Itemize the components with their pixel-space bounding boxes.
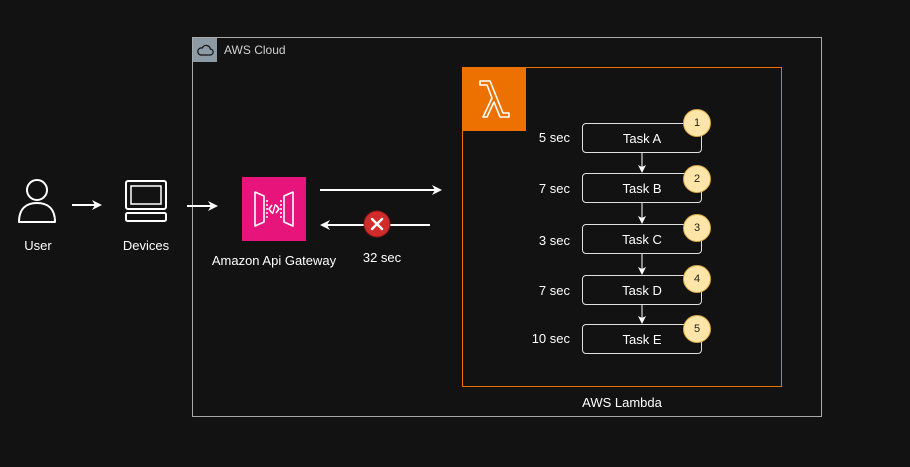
task-duration: 3 sec: [538, 233, 570, 248]
task-duration: 10 sec: [531, 331, 570, 346]
devices-label: Devices: [122, 238, 170, 253]
api-gateway-label: Amazon Api Gateway: [211, 253, 337, 268]
step-badge: 2: [683, 165, 711, 193]
task-label: Task A: [622, 130, 662, 146]
step-badge: 3: [683, 214, 711, 242]
client-device-icon: [124, 180, 168, 222]
task-label: Task D: [622, 282, 662, 298]
task-label: Task B: [622, 180, 662, 196]
task-d-box: Task D: [582, 275, 702, 305]
task-a-box: Task A: [582, 123, 702, 153]
aws-cloud-group: [192, 37, 822, 417]
task-label: Task E: [622, 331, 662, 347]
task-duration: 7 sec: [538, 181, 570, 196]
task-c-box: Task C: [582, 224, 702, 254]
task-duration: 7 sec: [538, 283, 570, 298]
api-gateway-icon: [242, 177, 306, 241]
step-badge: 4: [683, 265, 711, 293]
task-e-box: Task E: [582, 324, 702, 354]
task-b-box: Task B: [582, 173, 702, 203]
timeout-label: 32 sec: [362, 250, 402, 265]
cloud-title: AWS Cloud: [224, 43, 286, 57]
step-badge: 1: [683, 109, 711, 137]
cloud-icon: [193, 38, 217, 62]
user-icon: [17, 178, 57, 224]
user-label: User: [24, 238, 52, 253]
lambda-group: [462, 67, 782, 387]
task-label: Task C: [622, 231, 662, 247]
step-badge: 5: [683, 315, 711, 343]
error-x-icon: [363, 210, 391, 238]
task-duration: 5 sec: [538, 130, 570, 145]
lambda-label: AWS Lambda: [582, 395, 662, 410]
lambda-icon: [462, 67, 526, 131]
